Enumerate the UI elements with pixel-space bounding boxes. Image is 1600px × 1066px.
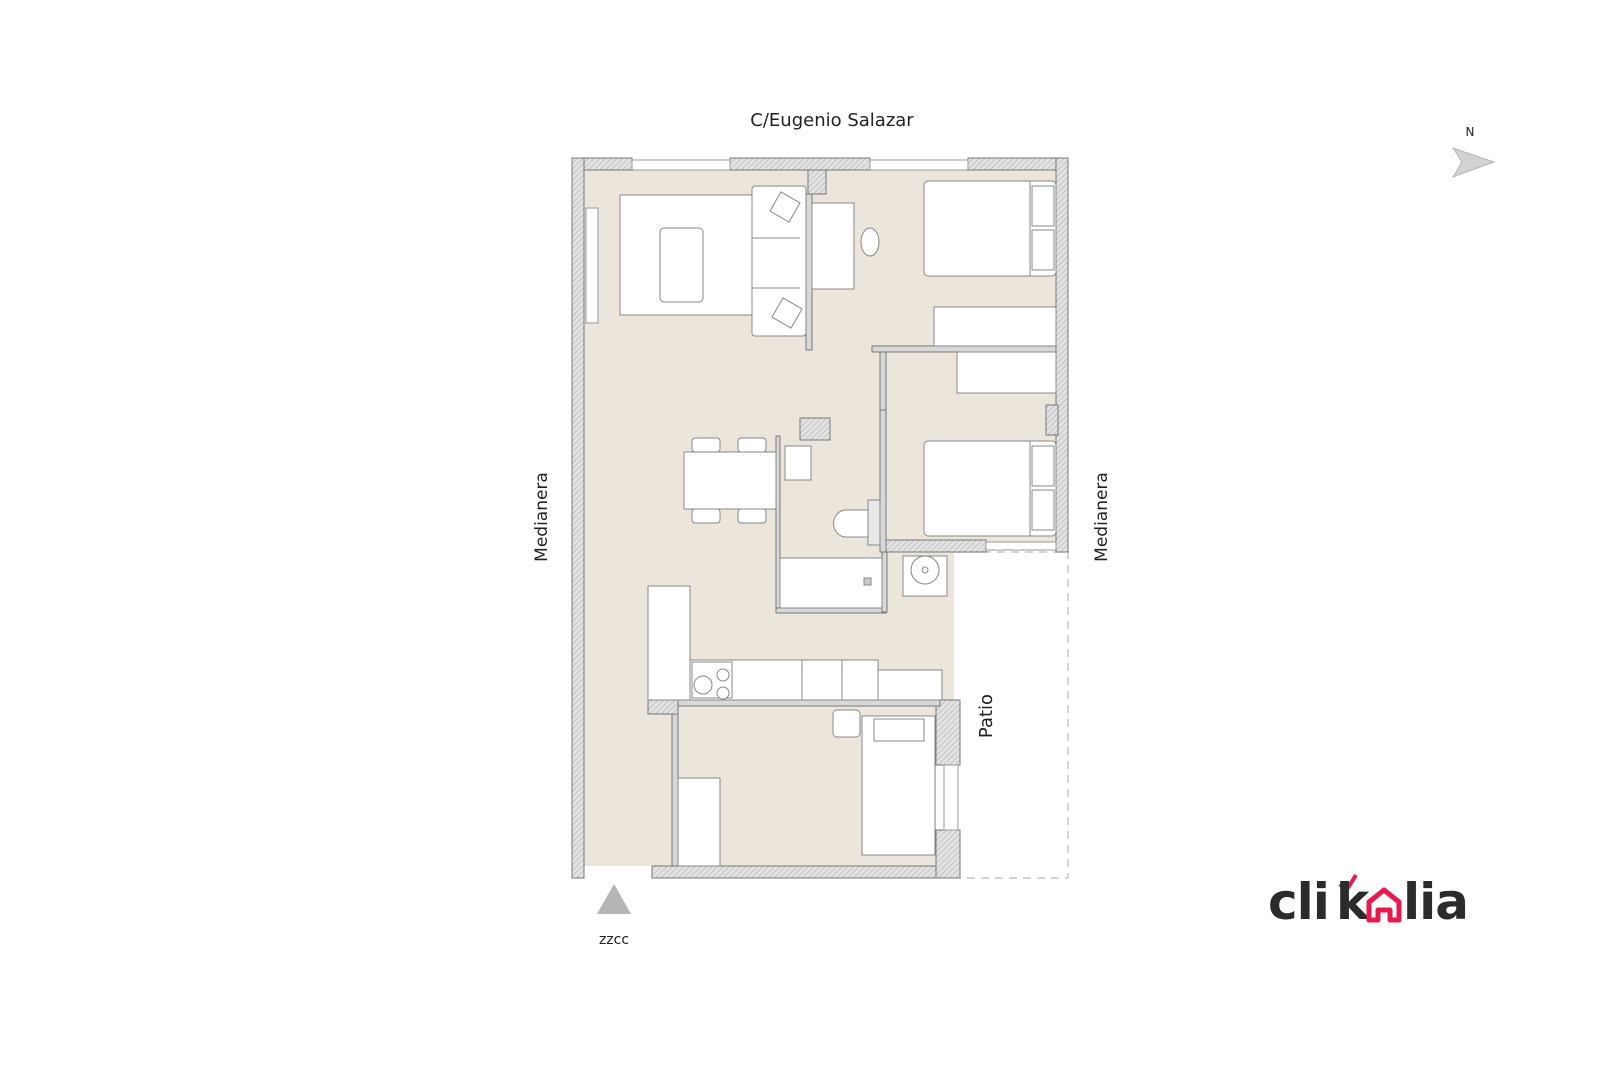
sink (784, 445, 812, 481)
bedroom-3 (677, 709, 936, 867)
bed (923, 440, 1057, 537)
street-label: C/Eugenio Salazar (750, 110, 914, 131)
tall-unit (647, 585, 691, 701)
cushion (769, 191, 801, 223)
patio-label: Patio (976, 694, 997, 738)
kitchen-sink (801, 659, 843, 701)
nightstand (832, 709, 861, 738)
dining-table (683, 451, 777, 510)
chair (691, 508, 721, 524)
toilet (833, 509, 869, 538)
right-party-wall-label: Medianera (1092, 472, 1112, 562)
bedroom-2 (923, 351, 1057, 537)
windows (585, 159, 1057, 831)
wardrobe (956, 351, 1057, 394)
counter (877, 669, 943, 701)
chair (737, 508, 767, 524)
bed (923, 180, 1057, 277)
svg-text:cli: cli (1268, 873, 1329, 931)
bedroom-1 (811, 180, 1057, 347)
svg-text:k: k (1336, 873, 1371, 931)
sofa (751, 185, 807, 337)
exterior-walls (571, 157, 1069, 879)
entrance-label: zzcc (599, 932, 629, 948)
desk (811, 202, 855, 290)
clikalia-logo: cli k lia (1268, 873, 1469, 931)
bathroom (779, 445, 948, 609)
living-room (619, 185, 807, 524)
svg-text:lia: lia (1403, 873, 1468, 931)
desk-chair (860, 227, 880, 257)
cushion (771, 297, 803, 329)
north-label: N (1466, 125, 1475, 139)
north-arrow-icon (1452, 147, 1496, 178)
entrance-triangle-icon (597, 884, 631, 914)
patio-area (955, 551, 1069, 879)
coffee-table (659, 227, 704, 303)
kitchen (647, 585, 943, 701)
left-party-wall-label: Medianera (532, 472, 552, 562)
chair (691, 437, 721, 453)
wardrobe (677, 777, 721, 867)
wardrobe (933, 306, 1057, 347)
chair (737, 437, 767, 453)
